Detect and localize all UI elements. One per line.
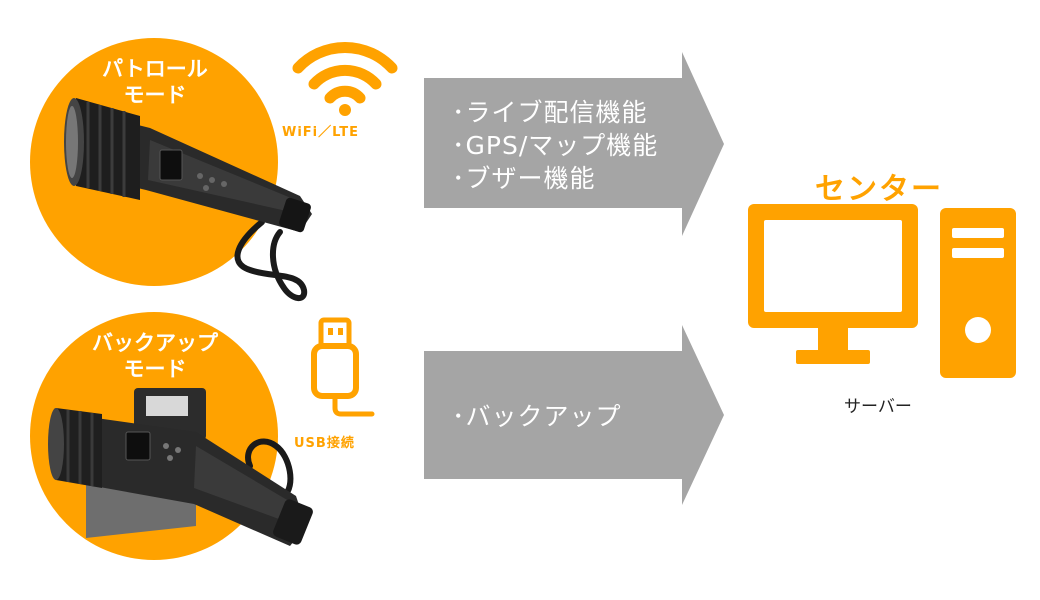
patrol-feature-live: ･ライブ配信機能 — [452, 98, 648, 127]
backup-feature-backup: ･バックアップ — [452, 402, 622, 431]
center-title: センター — [815, 172, 943, 207]
patrol-mode-label-line2: モード — [123, 83, 187, 107]
backup-feature-list: ･バックアップ — [452, 400, 622, 433]
wifi-icon — [292, 41, 398, 116]
usb-connection-label: USB接続 — [294, 436, 355, 451]
backup-mode-label-line1: バックアップ — [92, 331, 218, 355]
backup-mode-label-line2: モード — [123, 357, 187, 381]
usb-icon — [311, 317, 375, 417]
patrol-feature-gps: ･GPS/マップ機能 — [452, 131, 659, 160]
patrol-mode-label-line1: パトロール — [102, 57, 208, 81]
flashlight-camera-icon — [64, 98, 312, 301]
patrol-feature-list: ･ライブ配信機能 ･GPS/マップ機能 ･ブザー機能 — [452, 96, 658, 195]
desktop-computer-icon — [748, 204, 1016, 378]
backup-mode-label: バックアップ モード — [60, 330, 250, 382]
patrol-arrow — [424, 52, 724, 236]
patrol-feature-buzzer: ･ブザー機能 — [452, 164, 596, 193]
wifi-lte-label: WiFi／LTE — [282, 125, 360, 140]
docked-camera-icon — [48, 388, 313, 546]
server-label: サーバー — [844, 397, 912, 417]
patrol-mode-label: パトロール モード — [60, 56, 250, 108]
backup-arrow — [424, 325, 724, 505]
